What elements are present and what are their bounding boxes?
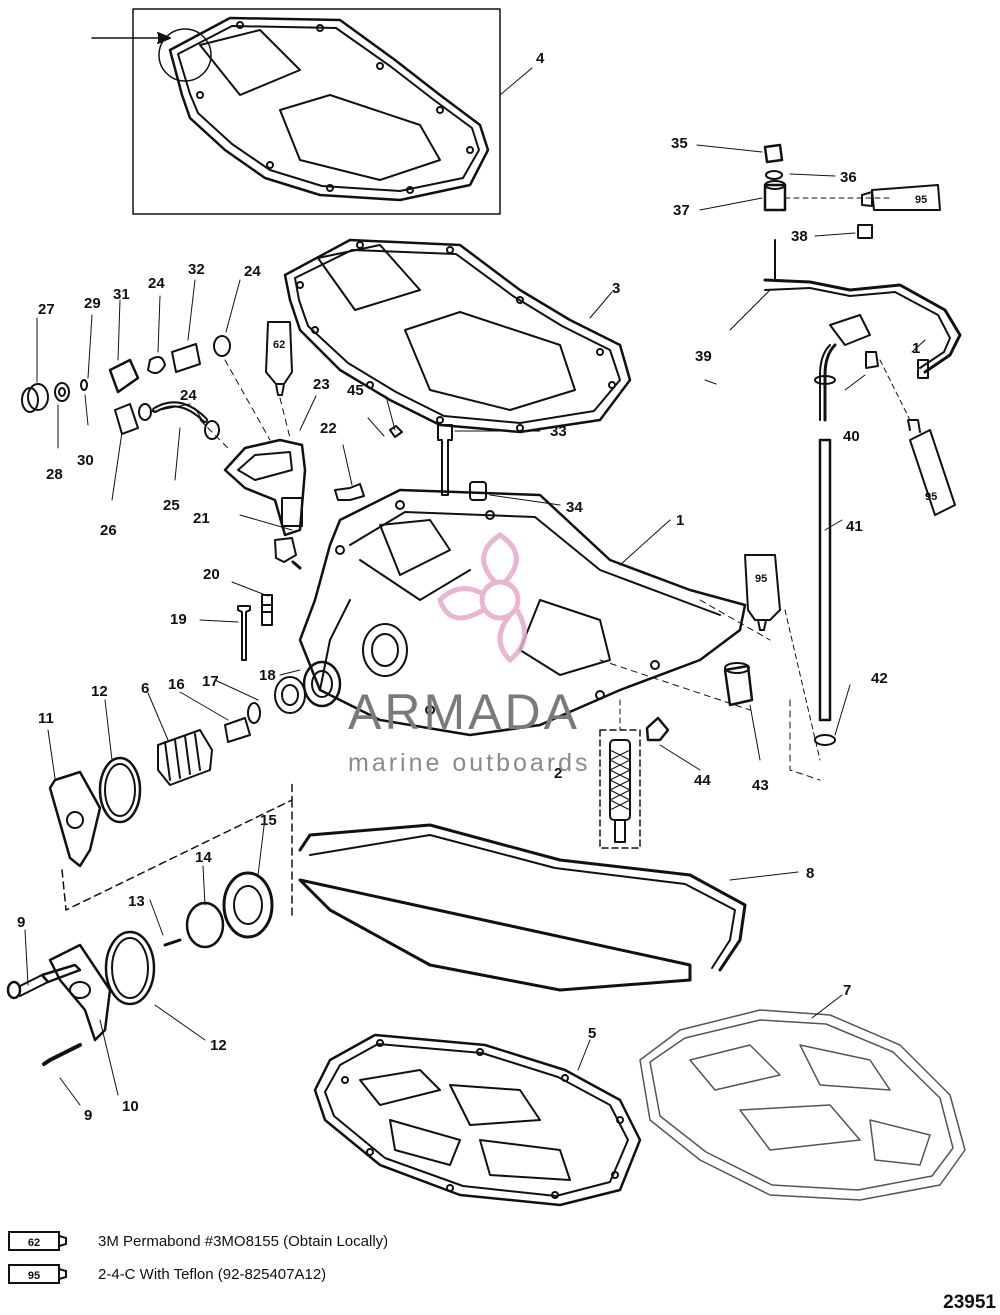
legend-row-62: 62 3M Permabond #3MO8155 (Obtain Locally… [8,1226,388,1256]
callout-10: 10 [122,1098,139,1115]
callout-17: 17 [202,673,219,690]
fittings-group [237,424,487,661]
gasket-7-part [639,1009,966,1201]
hose-fittings-group [21,335,231,440]
legend-tube-number: 62 [28,1237,40,1249]
callout-31: 31 [113,286,130,303]
tube-62-label: 62 [273,339,285,351]
callout-3: 3 [612,280,620,297]
callout-4: 4 [536,50,545,67]
callout-44: 44 [694,772,711,789]
sealant-tube-62 [265,321,293,396]
gasket-4-part [158,16,490,202]
callout-26: 26 [100,522,117,539]
sealant-tube-95-top [861,184,941,211]
poppet-valve-group [48,660,342,868]
watermark-subtitle: marine outboards [348,749,591,777]
callout-24-mid: 24 [180,387,197,404]
callout-40: 40 [843,428,860,445]
tube-95-top-label: 95 [915,194,927,206]
callout-32: 32 [188,261,205,278]
callout-34: 34 [566,499,583,516]
inset-frame [132,8,501,215]
exhaust-relief-23-part [223,438,307,537]
callout-22: 22 [320,420,337,437]
filter-2-part [599,699,670,849]
callout-27: 27 [38,301,55,318]
figure-number: 23951 [943,1292,996,1313]
callout-14: 14 [195,849,212,866]
callout-42: 42 [871,670,888,687]
legend-text: 2-4-C With Teflon (92-825407A12) [98,1265,327,1283]
sealant-tube-icon: 62 [8,1231,67,1251]
callout-41: 41 [846,518,863,535]
gasket-5-part [313,1033,642,1207]
callout-7: 7 [843,982,851,999]
watermark-title: ARMADA [348,684,580,740]
callout-35: 35 [671,135,688,152]
callout-21: 21 [193,510,210,527]
callout-15: 15 [260,812,277,829]
callout-12-bottom: 12 [210,1037,227,1054]
callout-12-top: 12 [91,683,108,700]
relief-valve-group [6,871,274,1066]
callout-39: 39 [695,348,712,365]
callout-11: 11 [38,710,54,727]
callout-25: 25 [163,497,180,514]
legend-tube-number: 95 [28,1270,40,1282]
callout-24-right: 24 [244,263,261,280]
callout-labels: 4 3 1 1 2 5 6 7 8 9 9 10 11 12 12 13 14 … [17,50,937,1124]
grommet-43-part [723,662,761,761]
sealant-tube-icon: 95 [8,1264,67,1284]
callout-33: 33 [550,423,567,440]
callout-1: 1 [676,512,684,529]
callout-24-left: 24 [148,275,165,292]
sealant-tube-95-mid [907,419,956,516]
linkage-group [763,143,962,746]
callout-18: 18 [259,667,276,684]
callout-13: 13 [128,893,145,910]
watermark-logo [437,531,527,664]
callout-45: 45 [347,382,364,399]
callout-5: 5 [588,1025,596,1042]
callout-29: 29 [84,295,101,312]
callout-19: 19 [170,611,187,628]
callout-8: 8 [806,865,814,882]
callout-30: 30 [77,452,94,469]
callout-9-top: 9 [17,914,25,931]
callout-2: 2 [554,765,562,782]
tube-95-mid-label: 95 [925,491,937,503]
callout-43: 43 [752,777,769,794]
legend-row-95: 95 2-4-C With Teflon (92-825407A12) [8,1259,326,1289]
legend-text: 3M Permabond #3MO8155 (Obtain Locally) [98,1232,389,1250]
callout-6: 6 [141,680,149,697]
callout-16: 16 [168,676,185,693]
gasket-3-part [283,238,632,434]
callout-1-bolt: 1 [912,340,920,357]
seal-8-part [298,823,747,992]
callout-9-bottom: 9 [84,1107,92,1124]
callout-20: 20 [203,566,220,583]
callout-23: 23 [313,376,330,393]
callout-36: 36 [840,169,857,186]
tube-95-lower-label: 95 [755,573,767,585]
callout-37: 37 [673,202,690,219]
sealant-tube-95-lower [744,554,781,631]
callout-28: 28 [46,466,63,483]
callout-38: 38 [791,228,808,245]
